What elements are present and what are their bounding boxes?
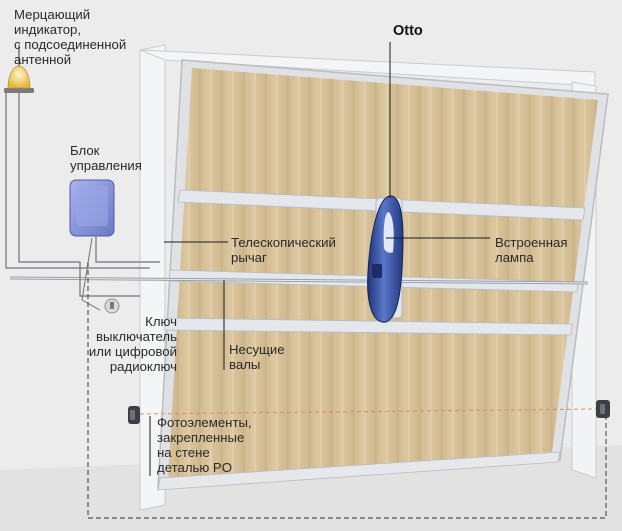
telescopic-arm-highlight <box>9 277 589 284</box>
label-telescopic-arm: Телескопический рычаг <box>231 235 336 265</box>
door-rail-bottom <box>157 451 561 491</box>
wire-key <box>81 237 101 311</box>
wire-lamp <box>18 93 140 297</box>
label-control-unit: Блок управления <box>70 143 142 173</box>
photocell-icon <box>596 400 610 418</box>
control-box-icon <box>69 179 115 237</box>
frame-left-jamb <box>139 44 166 511</box>
label-builtin-lamp: Встроенная лампа <box>495 235 568 265</box>
product-title: Otto <box>393 23 423 39</box>
photocell-beam <box>139 408 597 415</box>
label-photocells: Фотоэлементы, закрепленные на стене дета… <box>157 415 252 475</box>
wire-photocells <box>87 262 607 519</box>
lamp-icon <box>4 45 34 93</box>
label-flashing-indicator: Мерцающий индикатор, с подсоединенной ан… <box>14 7 127 67</box>
label-support-shafts: Несущие валы <box>229 342 285 372</box>
photocell-icon <box>128 406 140 424</box>
wire-control <box>95 236 160 263</box>
motor-icon <box>367 195 404 323</box>
door-rail-lower <box>163 317 573 336</box>
key-switch-icon <box>104 298 120 314</box>
wire-lamp-return <box>5 93 150 269</box>
label-key-switch: Ключ выключатель или цифровой радиоключ <box>88 314 177 374</box>
